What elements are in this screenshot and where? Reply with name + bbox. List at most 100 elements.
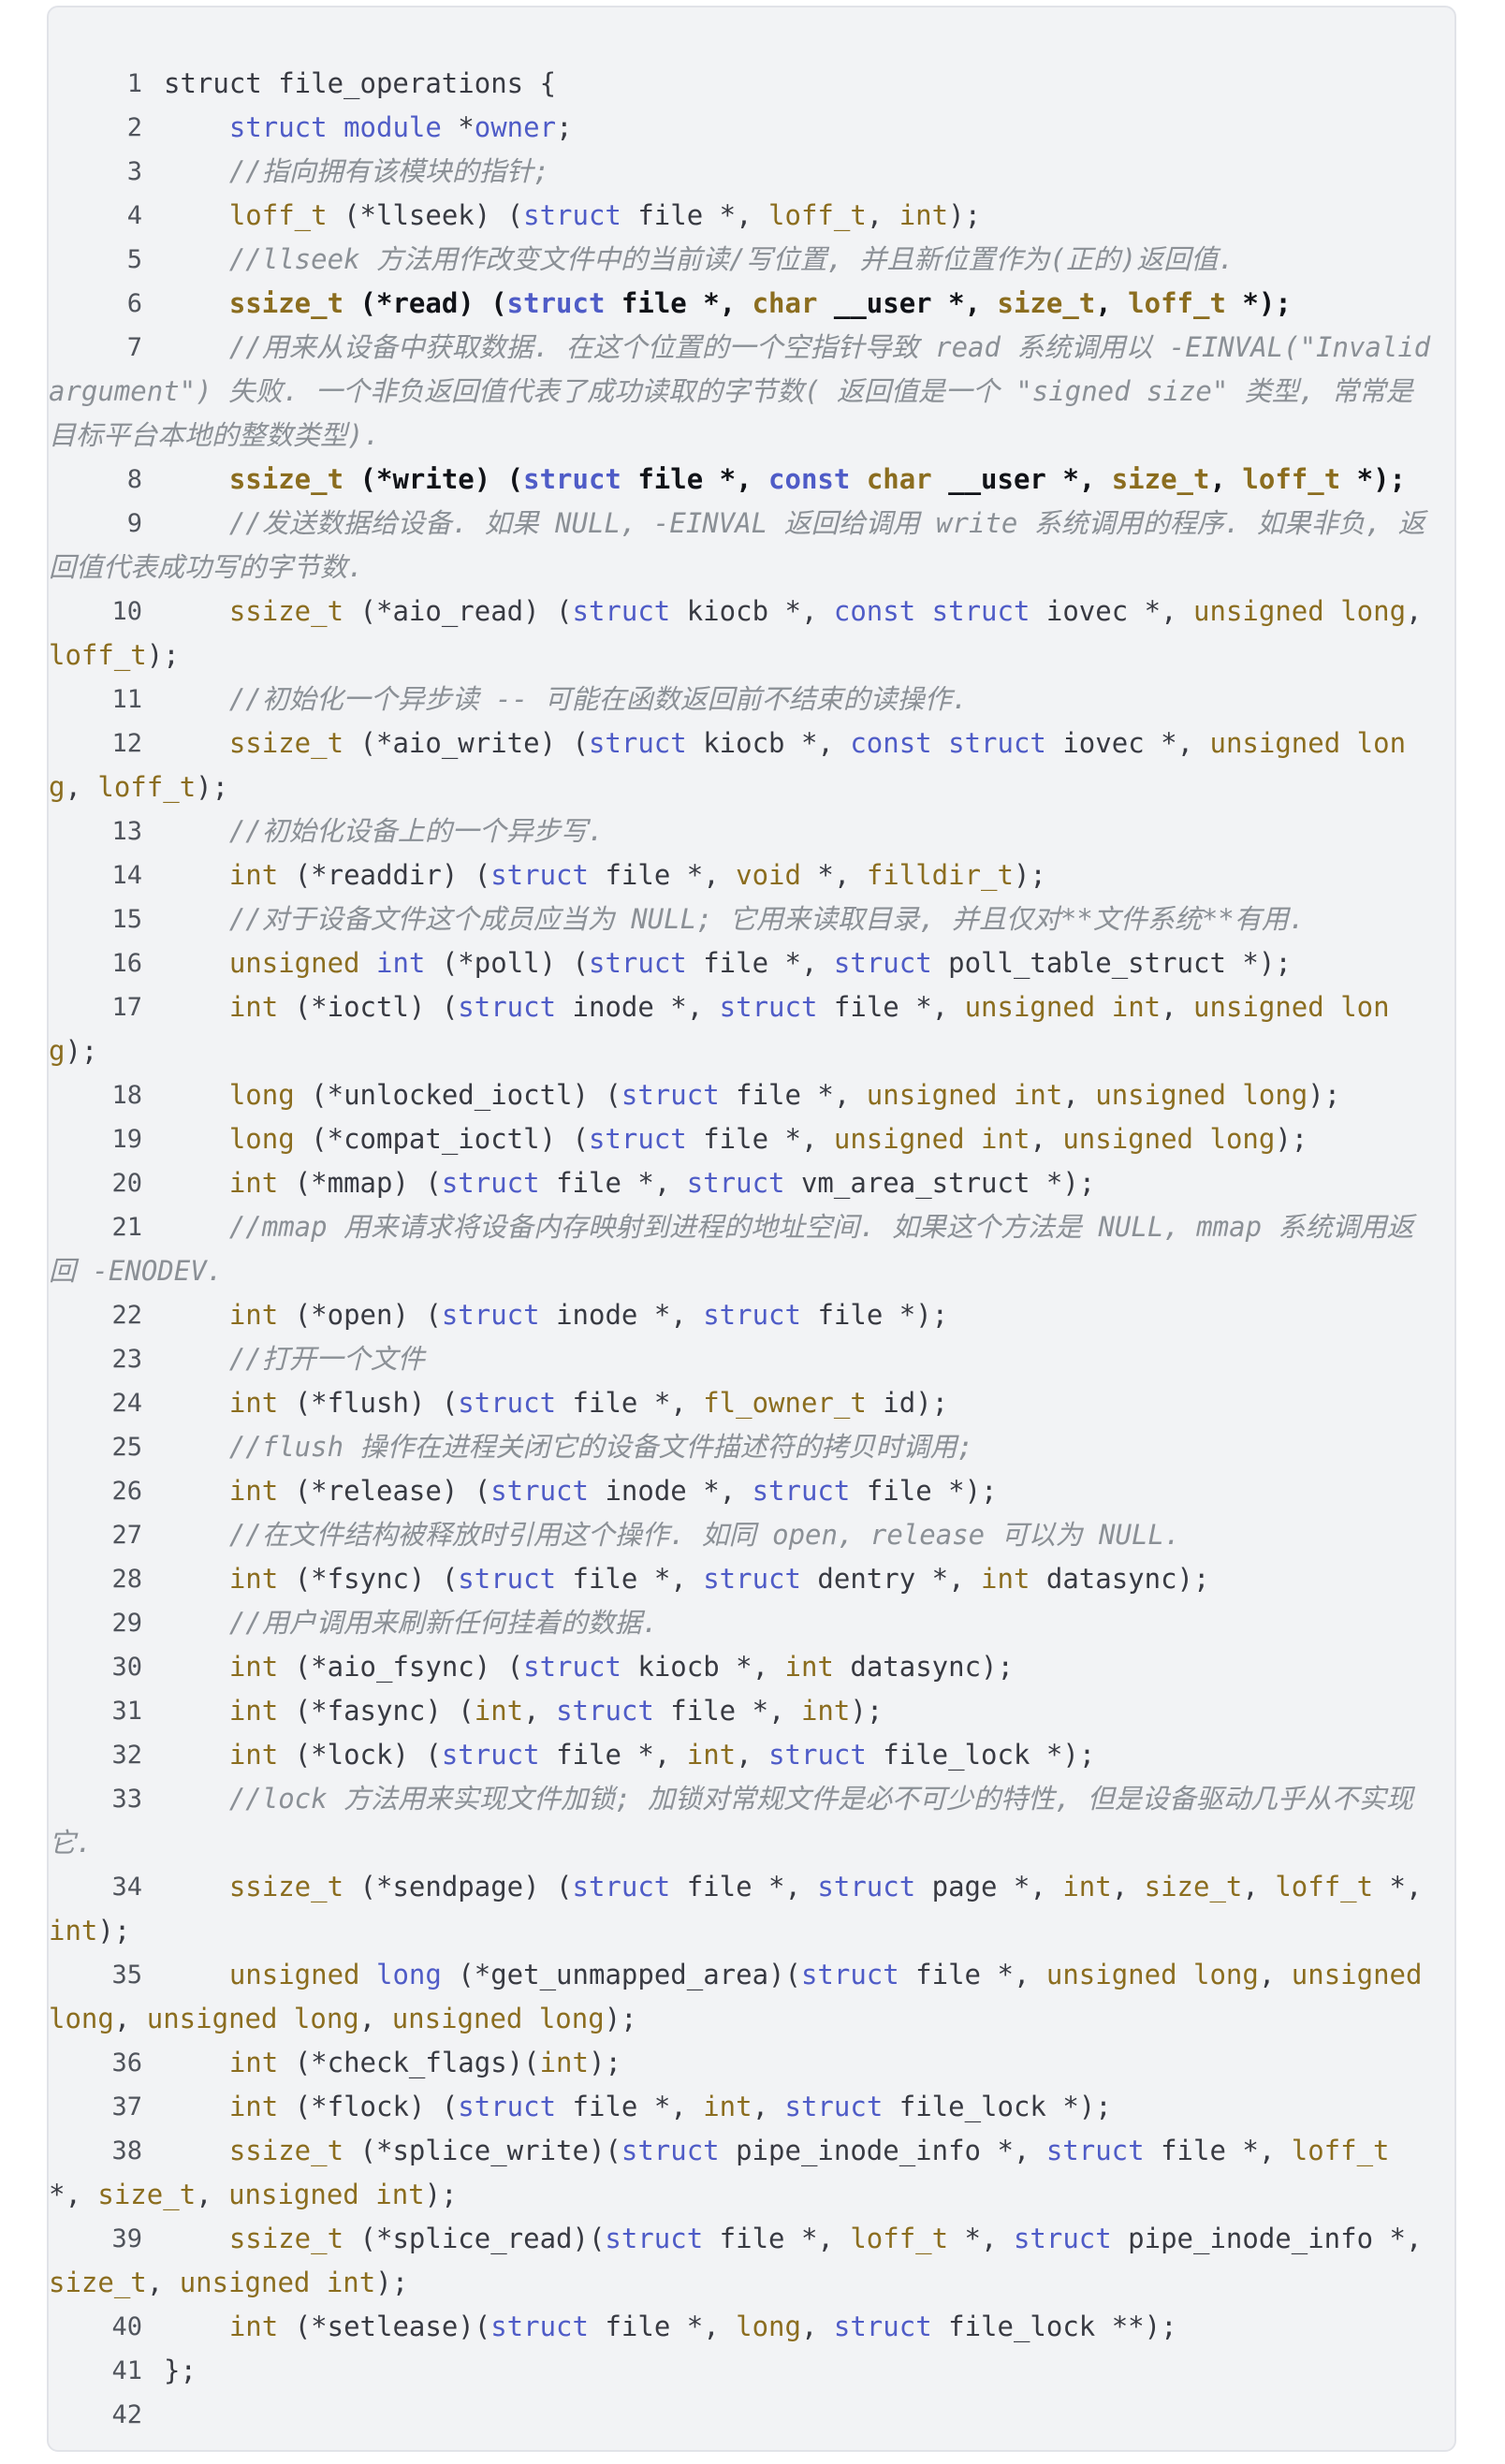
line-number: 38 <box>111 2136 142 2165</box>
code-line: 34 ssize_t (*sendpage) (struct file *, s… <box>49 1865 1436 1953</box>
code-text: //对于设备文件这个成员应当为 NULL; 它用来读取目录, 并且仅对**文件系… <box>228 903 1306 935</box>
line-number: 19 <box>111 1125 142 1154</box>
code-line: 12 ssize_t (*aio_write) (struct kiocb *,… <box>49 722 1436 809</box>
code-text: //用来从设备中获取数据. 在这个位置的一个空指针导致 read 系统调用以 -… <box>49 331 1447 451</box>
code-text: int (*lock) (struct file *, int, struct … <box>228 1739 1096 1771</box>
line-number: 15 <box>111 905 142 934</box>
code-line: 7 //用来从设备中获取数据. 在这个位置的一个空指针导致 read 系统调用以… <box>49 326 1436 458</box>
code-line: 20 int (*mmap) (struct file *, struct vm… <box>49 1161 1436 1205</box>
code-text: int (*aio_fsync) (struct kiocb *, int da… <box>228 1651 1014 1683</box>
code-line: 1 struct file_operations { <box>49 62 1436 106</box>
code-line: 37 int (*flock) (struct file *, int, str… <box>49 2085 1436 2129</box>
line-number: 32 <box>111 1741 142 1770</box>
code-line: 17 int (*ioctl) (struct inode *, struct … <box>49 985 1436 1073</box>
code-text: //llseek 方法用作改变文件中的当前读/写位置, 并且新位置作为(正的)返… <box>228 243 1235 275</box>
code-line: 3 //指向拥有该模块的指针; <box>49 150 1436 194</box>
code-text: int (*flock) (struct file *, int, struct… <box>228 2091 1112 2122</box>
code-text: ssize_t (*read) (struct file *, char __u… <box>228 287 1292 319</box>
line-number: 33 <box>111 1785 142 1814</box>
code-line: 14 int (*readdir) (struct file *, void *… <box>49 853 1436 897</box>
line-number: 9 <box>126 509 142 538</box>
line-number: 11 <box>111 685 142 714</box>
line-number: 40 <box>111 2312 142 2341</box>
line-number: 20 <box>111 1169 142 1198</box>
line-number: 14 <box>111 861 142 890</box>
line-number: 10 <box>111 597 142 626</box>
line-number: 17 <box>111 993 142 1022</box>
line-number: 28 <box>111 1565 142 1594</box>
code-text: //发送数据给设备. 如果 NULL, -EINVAL 返回给调用 write … <box>49 507 1425 583</box>
code-text: long (*unlocked_ioctl) (struct file *, u… <box>228 1079 1341 1111</box>
code-line: 9 //发送数据给设备. 如果 NULL, -EINVAL 返回给调用 writ… <box>49 502 1436 590</box>
line-number: 13 <box>111 817 142 846</box>
code-line: 42 <box>49 2393 1436 2437</box>
code-line: 25 //flush 操作在进程关闭它的设备文件描述符的拷贝时调用; <box>49 1425 1436 1469</box>
code-line: 39 ssize_t (*splice_read)(struct file *,… <box>49 2217 1436 2305</box>
code-line: 6 ssize_t (*read) (struct file *, char _… <box>49 282 1436 326</box>
line-number: 31 <box>111 1697 142 1726</box>
code-text: loff_t (*llseek) (struct file *, loff_t,… <box>228 199 982 231</box>
line-number: 30 <box>111 1653 142 1682</box>
code-text: int (*check_flags)(int); <box>228 2047 621 2078</box>
line-number: 27 <box>111 1521 142 1550</box>
code-text: //flush 操作在进程关闭它的设备文件描述符的拷贝时调用; <box>228 1431 973 1463</box>
code-line: 31 int (*fasync) (int, struct file *, in… <box>49 1689 1436 1733</box>
line-number: 4 <box>126 201 142 230</box>
line-number: 23 <box>111 1345 142 1374</box>
code-text: struct module *owner; <box>228 111 573 143</box>
line-number: 1 <box>126 69 142 98</box>
code-text: long (*compat_ioctl) (struct file *, uns… <box>228 1123 1308 1155</box>
code-text: //用户调用来刷新任何挂着的数据. <box>228 1607 659 1639</box>
line-number: 26 <box>111 1477 142 1506</box>
code-line: 26 int (*release) (struct inode *, struc… <box>49 1469 1436 1513</box>
line-number: 21 <box>111 1213 142 1242</box>
line-number: 36 <box>111 2048 142 2078</box>
code-line: 11 //初始化一个异步读 -- 可能在函数返回前不结束的读操作. <box>49 678 1436 722</box>
code-line: 27 //在文件结构被释放时引用这个操作. 如同 open, release 可… <box>49 1513 1436 1557</box>
line-number: 25 <box>111 1433 142 1462</box>
line-number: 3 <box>126 157 142 186</box>
code-line: 5 //llseek 方法用作改变文件中的当前读/写位置, 并且新位置作为(正的… <box>49 238 1436 282</box>
code-line: 21 //mmap 用来请求将设备内存映射到进程的地址空间. 如果这个方法是 N… <box>49 1205 1436 1293</box>
code-text: //mmap 用来请求将设备内存映射到进程的地址空间. 如果这个方法是 NULL… <box>49 1211 1414 1287</box>
code-text: int (*open) (struct inode *, struct file… <box>228 1299 949 1331</box>
code-text: int (*fasync) (int, struct file *, int); <box>228 1695 884 1727</box>
code-line: 40 int (*setlease)(struct file *, long, … <box>49 2305 1436 2349</box>
code-line: 16 unsigned int (*poll) (struct file *, … <box>49 941 1436 985</box>
code-line: 8 ssize_t (*write) (struct file *, const… <box>49 458 1436 502</box>
code-text: //初始化设备上的一个异步写. <box>228 815 605 847</box>
code-line: 24 int (*flush) (struct file *, fl_owner… <box>49 1381 1436 1425</box>
code-text: int (*setlease)(struct file *, long, str… <box>228 2311 1177 2342</box>
code-text: int (*mmap) (struct file *, struct vm_ar… <box>228 1167 1096 1199</box>
code-text: int (*readdir) (struct file *, void *, f… <box>228 859 1046 891</box>
code-text: //在文件结构被释放时引用这个操作. 如同 open, release 可以为 … <box>228 1519 1181 1551</box>
code-text: ssize_t (*splice_write)(struct pipe_inod… <box>49 2135 1406 2210</box>
code-line: 18 long (*unlocked_ioctl) (struct file *… <box>49 1073 1436 1117</box>
line-number: 37 <box>111 2092 142 2121</box>
line-number: 35 <box>111 1961 142 1990</box>
code-line: 29 //用户调用来刷新任何挂着的数据. <box>49 1601 1436 1645</box>
code-text: int (*flush) (struct file *, fl_owner_t … <box>228 1387 949 1419</box>
code-line: 13 //初始化设备上的一个异步写. <box>49 809 1436 853</box>
line-number: 2 <box>126 113 142 142</box>
code-text: unsigned long (*get_unmapped_area)(struc… <box>49 1959 1423 2034</box>
line-number: 22 <box>111 1301 142 1330</box>
code-line: 36 int (*check_flags)(int); <box>49 2041 1436 2085</box>
line-number: 12 <box>111 729 142 758</box>
code-text: struct file_operations { <box>164 67 557 99</box>
code-text: int (*release) (struct inode *, struct f… <box>228 1475 998 1507</box>
code-text: //指向拥有该模块的指针; <box>228 155 550 187</box>
line-number: 18 <box>111 1081 142 1110</box>
code-block[interactable]: 1 struct file_operations { 2 struct module… <box>47 6 1456 2452</box>
code-line: 19 long (*compat_ioctl) (struct file *, … <box>49 1117 1436 1161</box>
code-line: 35 unsigned long (*get_unmapped_area)(st… <box>49 1953 1436 2041</box>
code-text: ssize_t (*write) (struct file *, const c… <box>228 463 1407 495</box>
line-number: 16 <box>111 949 142 978</box>
code-line: 32 int (*lock) (struct file *, int, stru… <box>49 1733 1436 1777</box>
line-number: 29 <box>111 1609 142 1638</box>
code-line: 10 ssize_t (*aio_read) (struct kiocb *, … <box>49 590 1436 678</box>
code-text: //初始化一个异步读 -- 可能在函数返回前不结束的读操作. <box>228 683 969 715</box>
code-line: 23 //打开一个文件 <box>49 1337 1436 1381</box>
code-text: ssize_t (*aio_read) (struct kiocb *, con… <box>49 595 1439 671</box>
line-number: 34 <box>111 1873 142 1902</box>
